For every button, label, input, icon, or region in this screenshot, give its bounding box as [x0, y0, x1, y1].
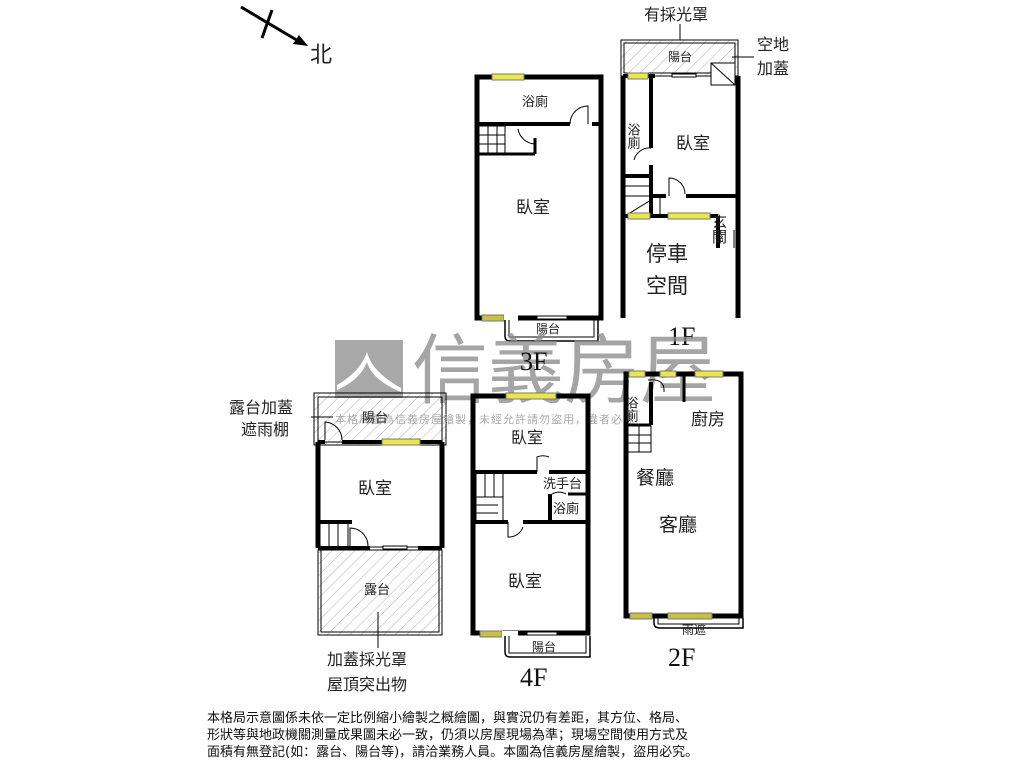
floor-label-3f: 3F	[520, 347, 547, 376]
room-3f-balcony: 陽台	[536, 321, 560, 336]
window	[659, 370, 677, 378]
room-1f-bedroom: 臥室	[676, 134, 710, 154]
annotation-terrace-cover-1: 露台加蓋	[229, 398, 293, 417]
floor-4f	[470, 392, 591, 658]
room-3f-bath: 浴廁	[522, 94, 548, 110]
north-arrow-icon	[240, 5, 308, 46]
room-4f-balcony: 陽台	[532, 639, 556, 654]
room-1f-parking-2: 空間	[646, 274, 688, 298]
room-1f-entrance: 玄關	[710, 214, 728, 244]
annotation-rooftop-1: 加蓋採光罩	[327, 650, 407, 669]
annotation-terrace-cover-2: 遮雨棚	[241, 420, 289, 439]
floor-label-2f: 2F	[668, 643, 695, 672]
room-2f-kitchen: 廚房	[691, 409, 725, 430]
disclaimer-line-2: 形狀等與地政機關測量成果圖未必一致，仍須以房屋現場為準；現場空間使用方式及	[207, 728, 689, 743]
annotation-vacant-cover-1: 空地	[757, 35, 789, 54]
room-4f-bath: 浴廁	[553, 501, 579, 517]
window	[491, 73, 525, 81]
window	[505, 392, 557, 400]
room-2f-bath: 浴廁	[623, 396, 639, 423]
window	[667, 612, 713, 620]
window	[479, 630, 503, 638]
floor-label-4f: 4F	[520, 663, 547, 692]
room-2f-living: 客廳	[659, 514, 697, 536]
disclaimer-text: 本格局示意圖係未依一定比例縮小繪製之概繪圖，與實況仍有差距，其方位、格局、 形狀…	[207, 710, 827, 761]
room-4f-bedroom-front: 臥室	[511, 428, 543, 447]
room-1f-balcony: 陽台	[668, 49, 692, 64]
watermark-notice: 本格局圖為信義房屋繪製，未經允許請勿盜用，違者必究	[335, 412, 635, 426]
annotation-vacant-cover-2: 加蓋	[757, 59, 789, 78]
window	[481, 314, 505, 322]
room-4f-bedroom-back: 臥室	[508, 572, 542, 592]
room-2f-dining: 餐廳	[636, 467, 674, 489]
floor-roof	[313, 392, 447, 636]
room-roof-balcony: 陽台	[362, 411, 388, 426]
annotation-rooftop-2: 屋頂突出物	[327, 675, 407, 694]
floor-1f	[620, 39, 741, 318]
room-3f-bedroom: 臥室	[516, 198, 550, 218]
floor-3f	[474, 73, 604, 342]
window	[667, 212, 711, 220]
window	[627, 212, 651, 220]
room-4f-washbasin: 洗手台	[543, 477, 582, 492]
room-1f-parking-1: 停車	[646, 242, 688, 266]
annotation-skylight: 有採光罩	[644, 5, 708, 24]
floor-label-1f: 1F	[668, 322, 695, 351]
window	[694, 370, 724, 378]
room-roof-bedroom: 臥室	[358, 479, 392, 499]
window	[629, 612, 653, 620]
window	[628, 370, 646, 378]
room-roof-terrace: 露台	[364, 583, 390, 598]
room-2f-canopy: 雨遮	[682, 622, 706, 637]
brand-logo-icon	[335, 340, 403, 398]
disclaimer-line-3: 面積有無登記(如：露台、陽台等)，請洽業務人員。本圖為信義房屋繪製，盜用必究。	[207, 745, 699, 760]
north-label: 北	[310, 43, 332, 68]
floor-2f	[623, 370, 744, 629]
window	[627, 72, 649, 80]
room-1f-bath: 浴廁	[625, 123, 641, 150]
window	[381, 438, 421, 446]
disclaimer-line-1: 本格局示意圖係未依一定比例縮小繪製之概繪圖，與實況仍有差距，其方位、格局、	[207, 711, 689, 726]
